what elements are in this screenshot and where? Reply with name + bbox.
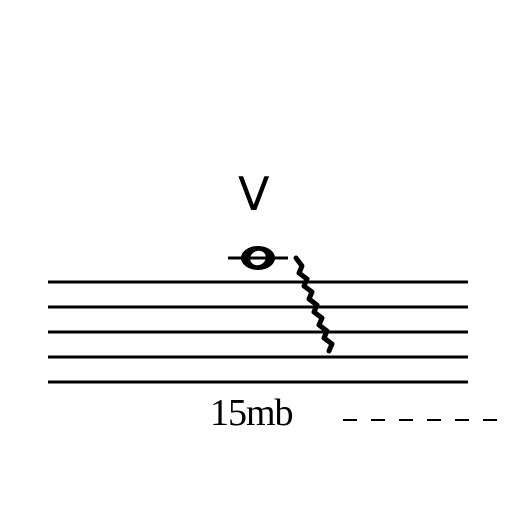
staff xyxy=(48,280,468,384)
whole-note xyxy=(241,246,275,270)
glissando-wavy-line xyxy=(293,255,335,354)
octave-marking-label: 15mb xyxy=(210,392,294,434)
up-bow-icon: V xyxy=(238,167,270,221)
